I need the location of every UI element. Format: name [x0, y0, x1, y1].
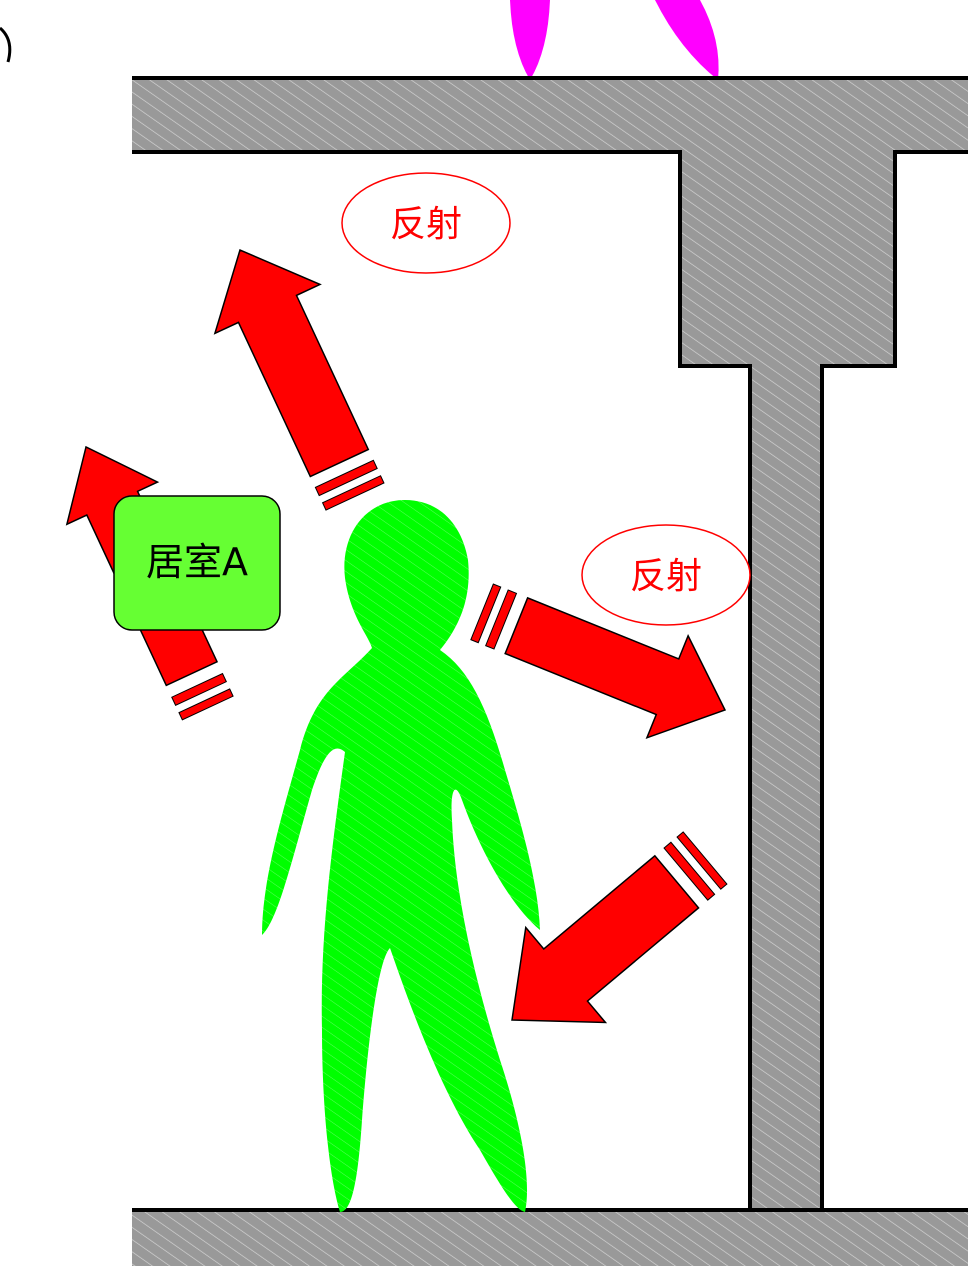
magenta-source-left [510, 0, 550, 80]
reflection-label-top: 反射 [390, 204, 462, 245]
magenta-source-right [655, 0, 719, 80]
floor-wall [132, 1210, 968, 1266]
ceiling-and-column-wall [132, 78, 968, 1210]
person-figure [262, 500, 540, 1212]
ceiling-outline [132, 76, 968, 1210]
arrow-up-reflect [213, 248, 385, 511]
reflection-ellipse-top [341, 172, 511, 274]
partial-circle-edge [0, 26, 12, 63]
arrow-down-left-bottom [511, 831, 728, 1024]
room-label: 居室A [146, 540, 248, 584]
arrow-right-to-wall [470, 583, 727, 740]
reflection-label-right: 反射 [630, 556, 702, 597]
room-label-box [113, 495, 281, 631]
reflection-ellipse-right [581, 524, 751, 626]
